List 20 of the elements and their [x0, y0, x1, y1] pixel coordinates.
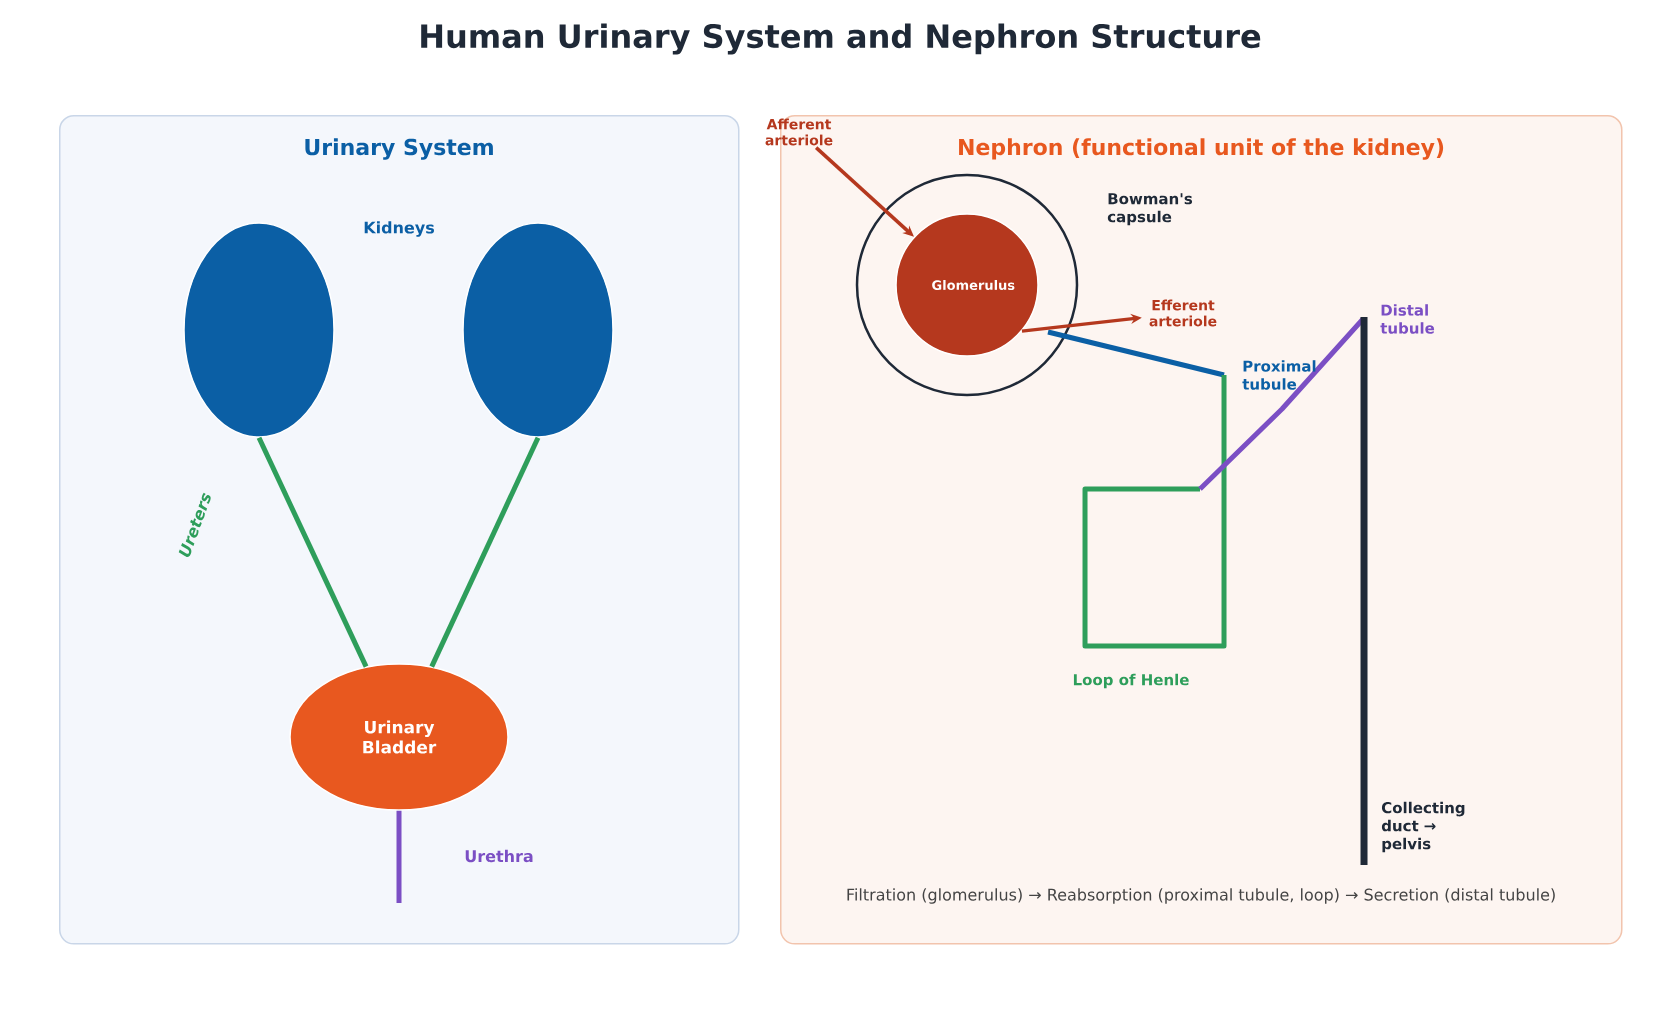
kidney [183, 222, 335, 438]
connector-line [256, 436, 369, 668]
panel-heading: Nephron (functional unit of the kidney) [959, 138, 1444, 160]
glomerulus: Glomerulus [895, 213, 1039, 357]
label: Proximal tubule [1242, 360, 1316, 390]
caption: Filtration (glomerulus) → Reabsorption (proximal tubule, loop) → Secretion (distal tubule) [847, 888, 1555, 904]
label: Kidneys [364, 221, 434, 237]
title: Human Urinary System and Nephron Structure [421, 23, 1261, 55]
arrow-label: Efferent arteriole [1142, 297, 1224, 329]
capsule-label: Bowman's capsule [1107, 193, 1193, 226]
panel-heading: Urinary System [305, 138, 493, 160]
arrow-label: Afferent arteriole [765, 118, 833, 146]
kidney [462, 222, 614, 438]
connector-line [429, 436, 541, 668]
edge-label: Urethra [465, 849, 533, 863]
label: Collecting duct → pelvis [1381, 801, 1465, 853]
bladder: Urinary Bladder [289, 663, 509, 811]
label: Loop of Henle [1073, 673, 1189, 689]
label: Distal tubule [1380, 304, 1435, 334]
connector-line [396, 810, 402, 903]
